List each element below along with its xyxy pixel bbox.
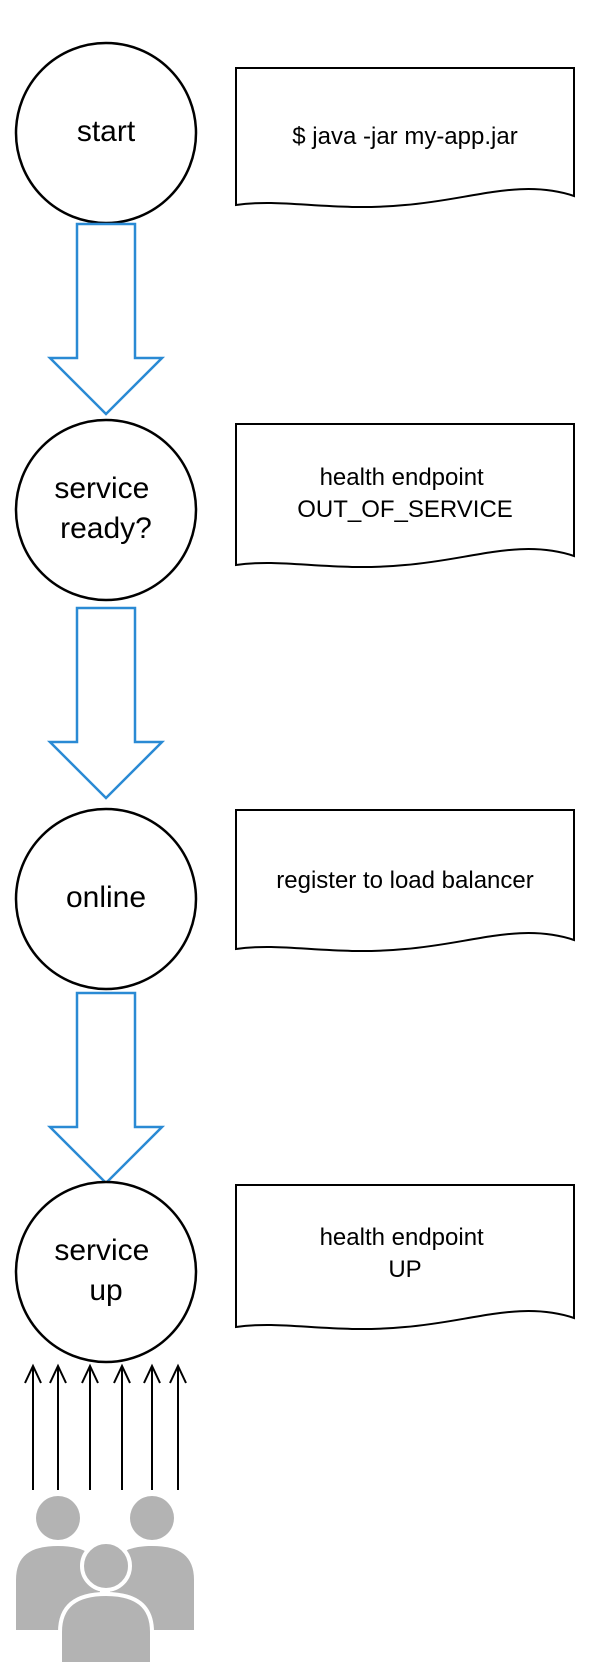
up-arrow-icon <box>113 1363 131 1490</box>
up-arrow-icon <box>24 1363 42 1490</box>
state-circle-online <box>14 807 198 991</box>
state-circle-service-ready <box>14 418 198 602</box>
up-arrow-icon <box>143 1363 161 1490</box>
state-circle-service-up <box>14 1180 198 1364</box>
flow-arrow-1 <box>46 222 166 416</box>
step-start: start $ java -jar my-app.jar <box>14 41 575 225</box>
incoming-requests <box>24 1363 187 1490</box>
state-label-online: online <box>66 881 146 914</box>
step-online: online register to load balancer <box>14 807 575 991</box>
up-arrow-icon <box>169 1363 187 1490</box>
note-document-online <box>235 809 575 953</box>
users-group-icon <box>16 1496 194 1664</box>
step-service-ready: service ready? health endpoint OUT_OF_SE… <box>14 418 575 602</box>
up-arrow-icon <box>49 1363 67 1490</box>
note-text-service-up: health endpoint UP <box>320 1224 491 1283</box>
note-document-service-up <box>235 1184 575 1331</box>
note-text-start: $ java -jar my-app.jar <box>292 123 517 150</box>
state-label-service-ready: service ready? <box>54 472 157 545</box>
note-text-service-ready: health endpoint OUT_OF_SERVICE <box>297 464 513 523</box>
state-label-service-up: service up <box>54 1234 157 1307</box>
flow-arrow-3 <box>46 991 166 1185</box>
flow-arrow-2 <box>46 606 166 800</box>
state-label-start: start <box>77 115 136 148</box>
note-text-online: register to load balancer <box>276 867 533 894</box>
note-document-start <box>235 67 575 209</box>
up-arrow-icon <box>81 1363 99 1490</box>
step-service-up: service up health endpoint UP <box>14 1180 575 1364</box>
note-document-service-ready <box>235 423 575 569</box>
